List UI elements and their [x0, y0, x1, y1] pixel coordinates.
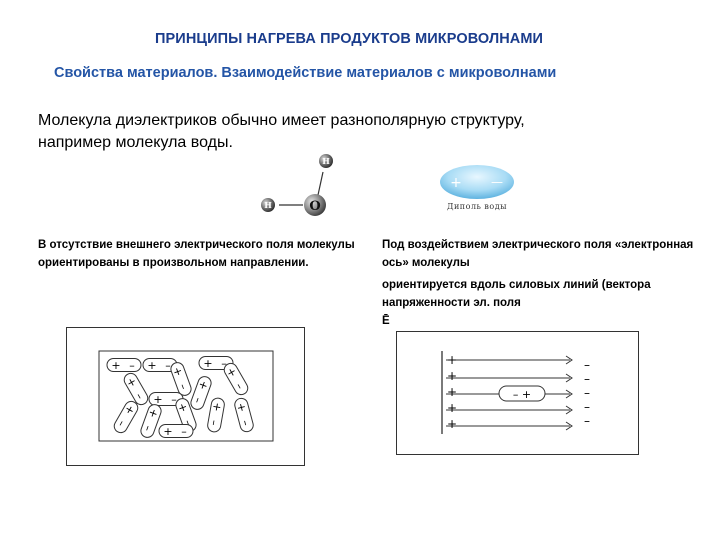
dipole-capsule: +– [148, 392, 184, 406]
plate-minus-sign: – [584, 400, 590, 414]
dipole-plus-sign: + [147, 359, 156, 372]
hydrogen-atom [319, 154, 333, 168]
dipole-capsule: +– [142, 358, 178, 372]
dipole-plus-sign: + [163, 425, 172, 438]
dipole-minus-sign: – [239, 419, 253, 428]
plate-plus-sign: + [447, 417, 457, 431]
dipole-capsule: +– [140, 404, 162, 438]
dipole-plus-sign: + [450, 175, 462, 191]
dipole-plus-sign: + [234, 401, 249, 413]
dipole-capsule-outline [198, 356, 234, 370]
dipole-minus-sign: – [115, 418, 129, 429]
dipole-minus-sign: – [233, 381, 247, 392]
plate-plus-sign: + [447, 385, 457, 399]
intro-line-2: например молекула воды. [38, 134, 233, 151]
oxygen-atom [304, 194, 326, 216]
dipole-capsule-outline [170, 362, 192, 396]
dipole-capsule: +– [198, 356, 234, 370]
plate-plus-sign: + [447, 401, 457, 415]
dipole-minus-sign: – [165, 359, 171, 372]
page-title: ПРИНЦИПЫ НАГРЕВА ПРОДУКТОВ МИКРОВОЛНАМИ [155, 31, 544, 47]
dipole-plus-sign: + [170, 365, 185, 378]
dipole-minus-sign: – [176, 382, 190, 392]
hydrogen-label: H [322, 156, 330, 166]
dipole-capsule-outline [113, 400, 139, 434]
dipole-capsule: +– [190, 376, 212, 410]
dipole-capsule: +– [234, 397, 254, 433]
dipole-capsule-outline [158, 424, 194, 438]
dipole-plus-sign: + [196, 379, 211, 392]
caption-with-field: Под воздействием электрического поля «эл… [382, 236, 702, 330]
field-arrowhead [565, 389, 573, 399]
dipole-group: +–+–+–+–+–+–+–+–+–+–+–+–+–+– [106, 356, 254, 438]
plate-plus-sign: + [447, 353, 457, 367]
dipole-capsule-outline [123, 372, 149, 406]
dipole-capsule: +– [158, 424, 194, 438]
dipole-minus-sign: – [207, 419, 221, 427]
intro-line-1: Молекула диэлектриков обычно имеет разно… [38, 112, 525, 129]
intro-text: Молекула диэлектриков обычно имеет разно… [38, 110, 638, 154]
dipole-capsule-outline [223, 362, 249, 396]
dipole-minus-sign: – [133, 391, 147, 402]
hydrogen-label: H [264, 200, 272, 210]
caption-no-field: В отсутствие внешнего электрического пол… [38, 239, 355, 269]
aligned-dipole-label: – + [513, 388, 531, 401]
page-subtitle: Свойства материалов. Взаимодействие мате… [54, 65, 557, 81]
dipole-capsule: +– [106, 358, 142, 372]
caption-with-field-line-1: Под воздействием электрического поля «эл… [382, 239, 694, 269]
dipole-capsule: +– [113, 400, 139, 434]
oxygen-label: O [309, 199, 320, 214]
field-lines-group: +++++–––––– + [446, 353, 590, 431]
water-molecule-illustration: H H O [261, 154, 333, 216]
dipole-capsule-outline [190, 376, 212, 410]
aligned-dipole-capsule [498, 385, 546, 402]
dipole-plus-sign: + [146, 407, 161, 420]
dipole-plus-sign: + [111, 359, 120, 372]
dipole-label: Диполь воды [447, 202, 507, 211]
dipole-minus-sign: – [129, 359, 135, 372]
field-arrowhead [565, 405, 573, 415]
field-arrowhead [565, 355, 573, 365]
dipole-minus-sign: – [221, 357, 227, 370]
dipole-capsule-outline [234, 397, 254, 433]
dipole-capsule: +– [223, 362, 249, 396]
field-arrowhead [565, 373, 573, 383]
dipole-plus-sign: + [175, 401, 190, 414]
dipole-capsule-outline [106, 358, 142, 372]
plate-plus-sign: + [447, 369, 457, 383]
plate-minus-sign: – [584, 372, 590, 386]
dipole-minus-sign: – [181, 418, 195, 428]
hydrogen-atom [261, 198, 275, 212]
dipole-capsule: +– [207, 397, 225, 433]
dipole-minus-sign: – [171, 393, 177, 406]
dipole-minus-sign: — [491, 175, 503, 189]
dipole-capsule-outline [207, 397, 225, 433]
dipole-plus-sign: + [210, 401, 224, 412]
caption-with-field-line-3: Ē [382, 315, 390, 327]
caption-with-field-line-2: ориентируется вдоль силовых линий (векто… [382, 279, 651, 309]
plate-minus-sign: – [584, 386, 590, 400]
random-orientation-diagram: +–+–+–+–+–+–+–+–+–+–+–+–+–+– [66, 327, 305, 466]
field-arrowhead [565, 421, 573, 431]
plate-minus-sign: – [584, 414, 590, 428]
dipole-plus-sign: + [153, 393, 162, 406]
dipole-capsule: +– [123, 372, 149, 406]
dipole-capsule: +– [170, 362, 192, 396]
aligned-field-diagram: +++++–––––– + [396, 331, 639, 455]
dipole-minus-sign: – [141, 424, 155, 434]
plate-minus-sign: – [584, 358, 590, 372]
dipole-minus-sign: – [181, 425, 187, 438]
dipole-ellipse [440, 165, 514, 199]
dipole-plus-sign: + [203, 357, 212, 370]
water-dipole-illustration: + — Диполь воды [440, 165, 514, 211]
dipole-minus-sign: – [191, 396, 205, 406]
dipole-capsule-outline [140, 404, 162, 438]
